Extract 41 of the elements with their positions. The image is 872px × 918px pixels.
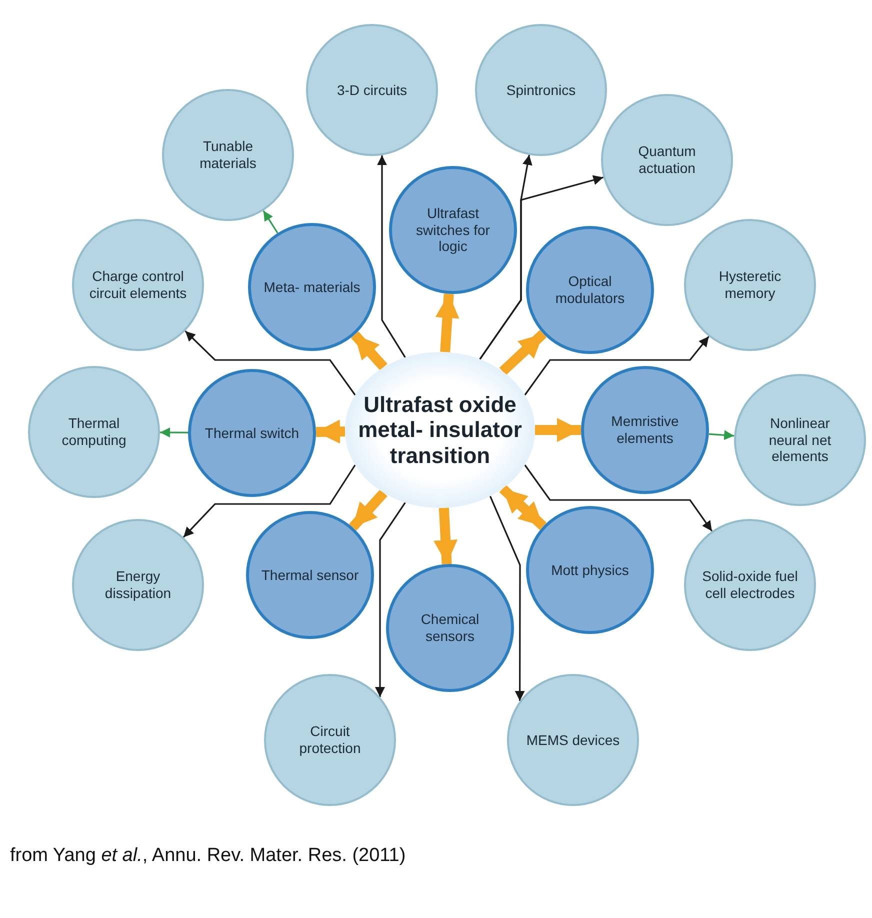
caption: from Yang et al., Annu. Rev. Mater. Res. (2011) xyxy=(10,845,406,867)
arrow xyxy=(499,484,547,530)
arrow xyxy=(524,336,710,396)
circle-label: Spintronics xyxy=(506,82,576,98)
circle-label: Memristive elements xyxy=(610,413,680,447)
circle-label: Mott physics xyxy=(551,562,629,578)
circle-label: Circuit protection xyxy=(298,723,362,757)
circle-label: Thermal sensor xyxy=(261,566,359,584)
circle-label: Optical modulators xyxy=(554,273,626,307)
circle-label: 3-D circuits xyxy=(336,82,407,98)
arrow xyxy=(182,464,356,538)
arrow xyxy=(524,464,713,532)
arrow xyxy=(489,496,525,701)
arrow xyxy=(350,331,388,370)
circle-label: Charge control circuit elements xyxy=(88,268,188,302)
circle-label: Thermal switch xyxy=(204,424,300,442)
circle-label: Chemical sensors xyxy=(420,611,480,645)
arrow xyxy=(160,427,188,438)
arrow xyxy=(316,420,346,444)
arrow xyxy=(377,155,406,358)
arrow xyxy=(348,489,388,531)
arrow xyxy=(535,418,581,442)
circle-label: Tunable materials xyxy=(198,138,258,172)
circle-label: Hysteretic memory xyxy=(718,268,782,302)
center-title: Ultrafast oxide metal- insulator transition xyxy=(358,392,522,468)
arrow xyxy=(499,330,547,376)
arrow xyxy=(435,294,460,352)
circle-label: Meta- materials xyxy=(264,278,360,296)
circle-label: Energy dissipation xyxy=(104,568,172,602)
circle-label: Quantum actuation xyxy=(637,143,697,177)
circle-label: Thermal computing xyxy=(60,415,128,449)
circle-label: Ultrafast switches for logic xyxy=(415,204,491,256)
arrow xyxy=(708,430,734,440)
circle-label: MEMS devices xyxy=(526,732,620,748)
arrow xyxy=(434,508,458,564)
arrow xyxy=(479,175,604,360)
circle-label: Solid-oxide fuel cell electrodes xyxy=(701,568,799,602)
arrow xyxy=(262,210,278,234)
circle-label: Nonlinear neural net elements xyxy=(768,414,832,466)
arrow xyxy=(184,330,356,396)
arrow xyxy=(375,502,406,697)
